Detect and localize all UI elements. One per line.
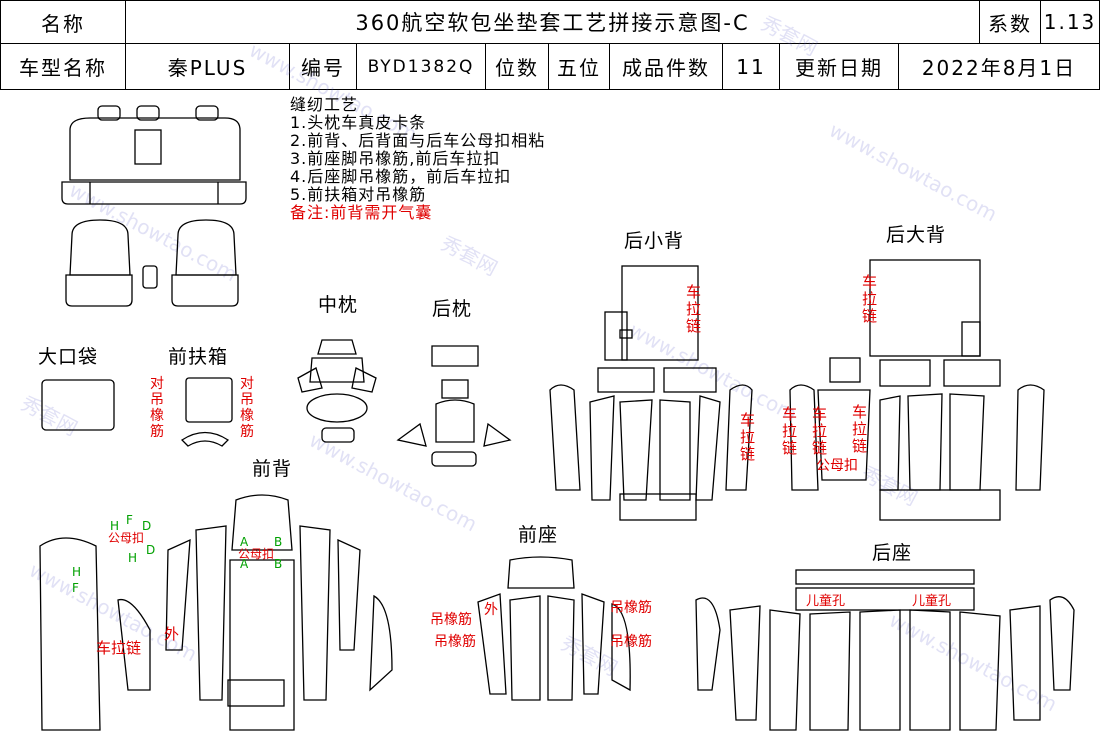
annotation-letter-h: H bbox=[72, 565, 82, 579]
annotation-letter-b: B bbox=[274, 535, 283, 549]
annotation-letter-f: F bbox=[72, 581, 79, 595]
annotation-zipper: 车拉链 bbox=[96, 639, 142, 657]
annotation-hang-band: 吊橡筋 bbox=[610, 634, 652, 650]
model-value: 秦PLUS bbox=[125, 43, 290, 90]
code-value: BYD1382Q bbox=[356, 43, 486, 90]
rear-pillow-shape bbox=[396, 345, 512, 467]
annotation-hang-band: 吊橡筋 bbox=[430, 612, 472, 628]
note-item: 3.前座脚吊橡筋,前后车拉扣 bbox=[290, 149, 501, 168]
annotation-hang-elastic-right: 对吊橡筋 bbox=[240, 376, 254, 440]
coef-value: 1.13 bbox=[1040, 0, 1100, 44]
label-rear-big-back: 后大背 bbox=[886, 224, 947, 246]
annotation-letter-d: D bbox=[146, 543, 156, 557]
diagram-title: 360航空软包坐垫套工艺拼接示意图-C bbox=[125, 0, 980, 44]
annotation-outer: 外 bbox=[484, 602, 498, 618]
annotation-letter-h: H bbox=[110, 519, 120, 533]
note-item: 2.前背、后背面与后车公母扣相粘 bbox=[290, 131, 546, 150]
annotation-zipper: 车拉链 bbox=[852, 403, 868, 455]
code-label: 编号 bbox=[289, 43, 357, 90]
seats-label: 位数 bbox=[485, 43, 549, 90]
annotation-child-hole: 儿童孔 bbox=[912, 594, 952, 609]
preview-rear-bench bbox=[61, 105, 247, 205]
front-seat-shape bbox=[477, 556, 631, 701]
annotation-zipper: 车拉链 bbox=[782, 405, 798, 457]
notes-remark: 备注:前背需开气囊 bbox=[290, 203, 433, 222]
annotation-hang-elastic-left: 对吊橡筋 bbox=[150, 376, 164, 440]
label-rear-seat: 后座 bbox=[872, 542, 913, 564]
annotation-letter-d: D bbox=[142, 519, 152, 533]
label-big-pocket: 大口袋 bbox=[38, 346, 99, 368]
label-rear-small-back: 后小背 bbox=[624, 230, 685, 252]
rear-big-back-shape bbox=[789, 259, 1045, 521]
pieces-label: 成品件数 bbox=[609, 43, 723, 90]
rear-seat-shape bbox=[695, 569, 1075, 731]
label-middle-pillow: 中枕 bbox=[318, 294, 359, 316]
annotation-hang-band: 吊橡筋 bbox=[610, 600, 652, 616]
label-rear-pillow: 后枕 bbox=[432, 298, 473, 320]
seats-value: 五位 bbox=[548, 43, 610, 90]
name-label: 名称 bbox=[0, 0, 126, 44]
process-notes: 缝纫工艺 1.头枕车真皮卡条 2.前背、后背面与后车公母扣相粘 3.前座脚吊橡筋… bbox=[290, 96, 545, 222]
annotation-child-hole: 儿童孔 bbox=[806, 594, 846, 609]
annotation-zipper: 车拉链 bbox=[812, 405, 828, 457]
annotation-male-female: 公母扣 bbox=[816, 458, 858, 474]
date-label: 更新日期 bbox=[779, 43, 899, 90]
note-item: 1.头枕车真皮卡条 bbox=[290, 113, 427, 132]
annotation-male-female: 公母扣 bbox=[238, 547, 275, 561]
label-front-armrest: 前扶箱 bbox=[168, 346, 229, 368]
annotation-zipper: 车拉链 bbox=[862, 273, 878, 325]
annotation-male-female: 公母扣 bbox=[108, 531, 145, 545]
pattern-drawing bbox=[39, 105, 1075, 731]
rear-small-back-shape bbox=[549, 265, 753, 521]
annotation-letter-a: A bbox=[240, 535, 249, 549]
annotation-letter-b: B bbox=[274, 557, 283, 571]
middle-pillow-shape bbox=[297, 339, 377, 443]
annotation-zipper: 车拉链 bbox=[740, 411, 756, 463]
note-item: 4.后座脚吊橡筋，前后车拉扣 bbox=[290, 167, 512, 186]
header-table: 名称 360航空软包坐垫套工艺拼接示意图-C 系数 1.13 车型名称 秦PLU… bbox=[0, 0, 1100, 90]
annotation-hang-band: 吊橡筋 bbox=[434, 634, 476, 650]
model-label: 车型名称 bbox=[0, 43, 126, 90]
pieces-value: 11 bbox=[722, 43, 780, 90]
preview-front-seats bbox=[65, 219, 239, 307]
front-armrest-shape bbox=[180, 377, 233, 447]
front-back-shape bbox=[39, 494, 393, 731]
annotation-zipper: 车拉链 bbox=[686, 283, 702, 335]
annotation-letter-h: H bbox=[128, 551, 138, 565]
annotation-letter-a: A bbox=[240, 557, 249, 571]
note-item: 5.前扶箱对吊橡筋 bbox=[290, 185, 427, 204]
annotation-letter-f: F bbox=[126, 513, 133, 527]
notes-title: 缝纫工艺 bbox=[290, 95, 359, 114]
date-value: 2022年8月1日 bbox=[898, 43, 1100, 90]
big-pocket-shape bbox=[41, 379, 115, 431]
annotation-outer: 外 bbox=[164, 625, 180, 643]
label-front-seat: 前座 bbox=[518, 524, 559, 546]
label-front-back: 前背 bbox=[252, 458, 293, 480]
coef-label: 系数 bbox=[979, 0, 1041, 44]
